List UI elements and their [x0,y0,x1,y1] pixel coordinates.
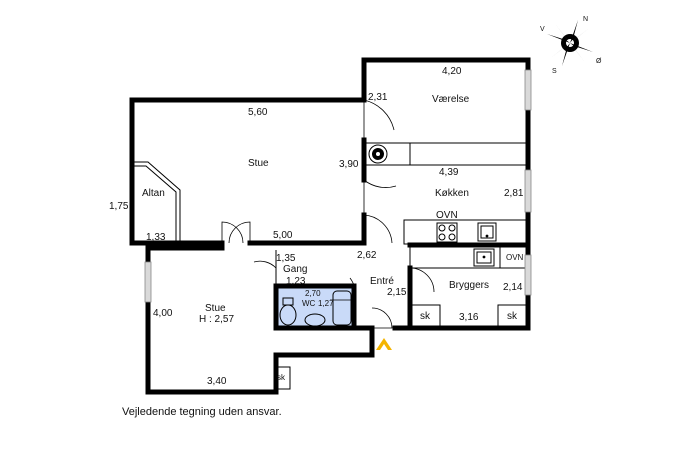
vaerelse-name: Værelse [432,94,470,105]
windows [144,69,532,303]
koekken-width: 4,39 [439,167,459,178]
kitchen-fixtures [436,222,497,267]
wc-floor [276,288,354,328]
stue-top-depth: 3,90 [339,159,359,170]
altan-depth: 1,75 [109,201,129,212]
altan-width: 1,33 [146,232,166,243]
room-labels: 4,20 Værelse 2,31 5,60 Stue 3,90 5,00 Al… [109,66,524,387]
bryggers-sk-right: sk [507,311,518,322]
disclaimer-text: Vejledende tegning uden ansvar. [122,406,282,418]
koekken-ovn: OVN [436,210,458,221]
stue-top-bottom-width: 5,00 [273,230,293,241]
bryggers-depth: 2,14 [503,282,523,293]
gang-width: 1,35 [276,253,296,264]
walls [129,57,531,395]
inner-lines [275,142,529,390]
vaerelse-depth: 2,31 [368,92,388,103]
koekken-name: Køkken [435,188,469,199]
wc-dim-a: 2,70 [305,289,321,298]
bryggers-name: Bryggers [449,280,489,291]
bryggers-sk-left: sk [420,311,431,322]
doors [221,99,435,329]
stue-top-name: Stue [248,158,269,169]
wc-fixtures [279,290,352,327]
stue-bottom-depth: 4,00 [153,308,173,319]
compass-s: S [552,68,557,75]
stue-bottom-height: H : 2,57 [199,314,234,325]
bryggers-ovn: OVN [506,253,524,262]
altan-name: Altan [142,188,165,199]
stue-bottom-sk: sk [277,373,286,382]
compass-o: Ø [596,58,602,65]
entre-name: Entré [370,276,394,287]
compass-v: V [540,26,545,33]
gang-depth: 1,23 [286,276,306,287]
wc-name: WC [302,299,316,308]
gang-name: Gang [283,264,307,275]
altan-balcony [132,161,181,244]
bryggers-width: 3,16 [459,312,479,323]
compass-icon: N S V Ø [540,16,602,75]
entre-depth: 2,15 [387,287,407,298]
stue-top-width: 5,60 [248,107,268,118]
entrance-arrow-icon [376,338,392,350]
vaerelse-width: 4,20 [442,66,462,77]
stue-bottom-width: 3,40 [207,376,227,387]
fan-icon [368,144,388,164]
stue-bottom-name: Stue [205,303,226,314]
compass-n: N [583,16,588,23]
koekken-depth: 2,81 [504,188,524,199]
entre-width: 2,62 [357,250,377,261]
wc-dim-b: 1,27 [318,299,334,308]
